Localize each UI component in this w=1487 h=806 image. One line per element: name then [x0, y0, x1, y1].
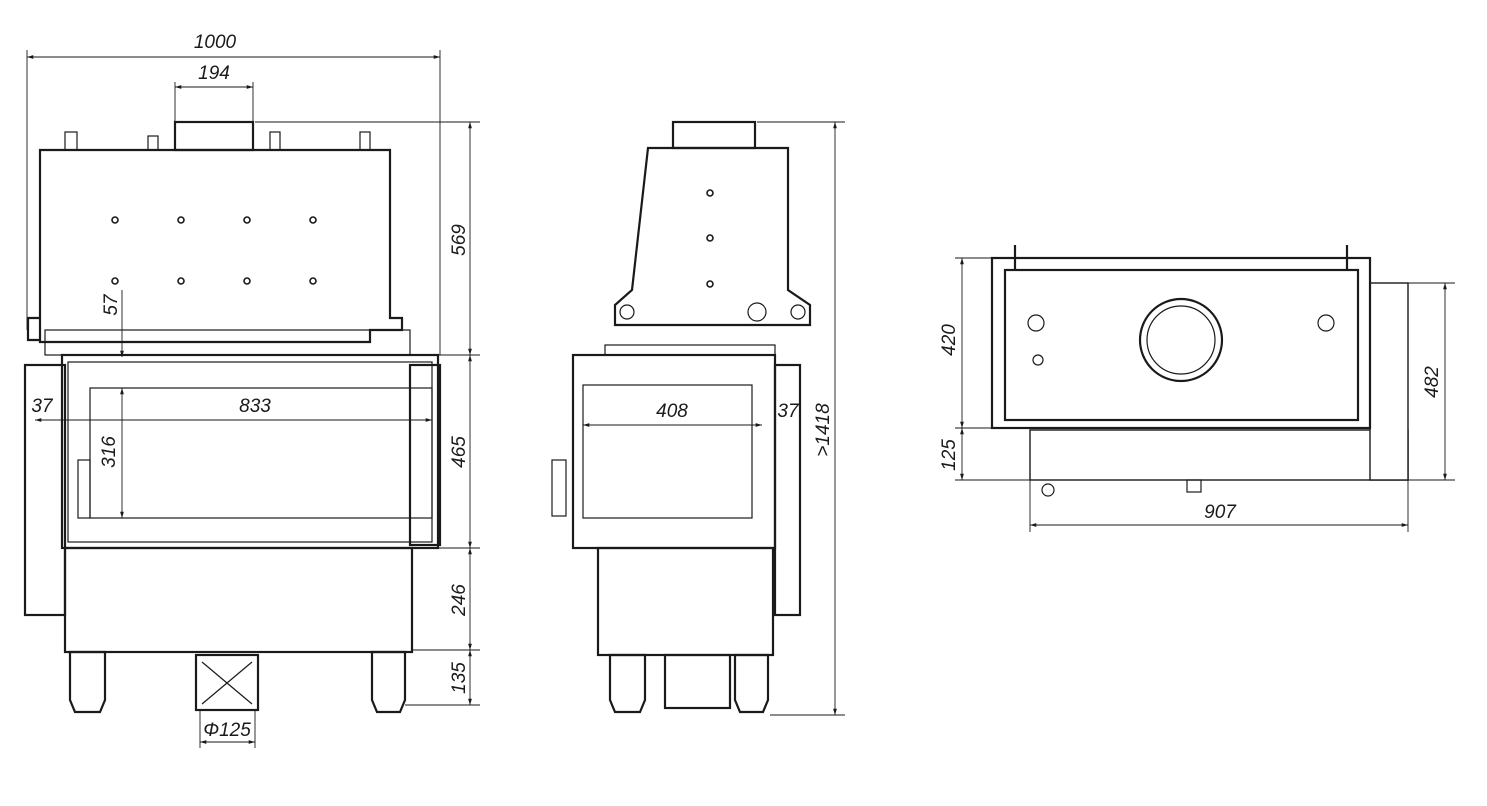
dim-shelf-depth: 125: [939, 439, 960, 471]
dim-top-width: 907: [1204, 502, 1237, 523]
dim-offset-57: 57: [101, 293, 122, 316]
dim-side-glass-width: 408: [656, 401, 688, 422]
dim-leg-height: 135: [449, 662, 470, 694]
dim-total-depth: 482: [1422, 366, 1443, 398]
dim-total-height: >1418: [813, 403, 834, 457]
dim-flue-width: 194: [198, 63, 230, 84]
front-dimensions: 1000 194 569 465 246 135 57 37 833 316 Φ…: [26, 32, 480, 748]
dim-door-height: 465: [449, 436, 470, 468]
dim-width-total: 1000: [194, 32, 237, 53]
side-dimensions: 408 37 >1418: [583, 121, 845, 716]
dim-flue-diameter: Φ125: [203, 720, 251, 741]
dim-glass-height: 316: [99, 436, 120, 468]
dim-side-37: 37: [31, 396, 54, 417]
dim-side-37: 37: [777, 401, 800, 422]
front-view: [23, 120, 442, 714]
top-dimensions: 420 125 482 907: [939, 257, 1455, 532]
dim-glass-width: 833: [239, 396, 271, 417]
dim-top-height: 569: [449, 224, 470, 256]
side-view: [551, 120, 812, 714]
dim-base-height: 246: [449, 584, 470, 617]
dim-depth: 420: [939, 324, 960, 356]
top-view: [990, 245, 1409, 497]
